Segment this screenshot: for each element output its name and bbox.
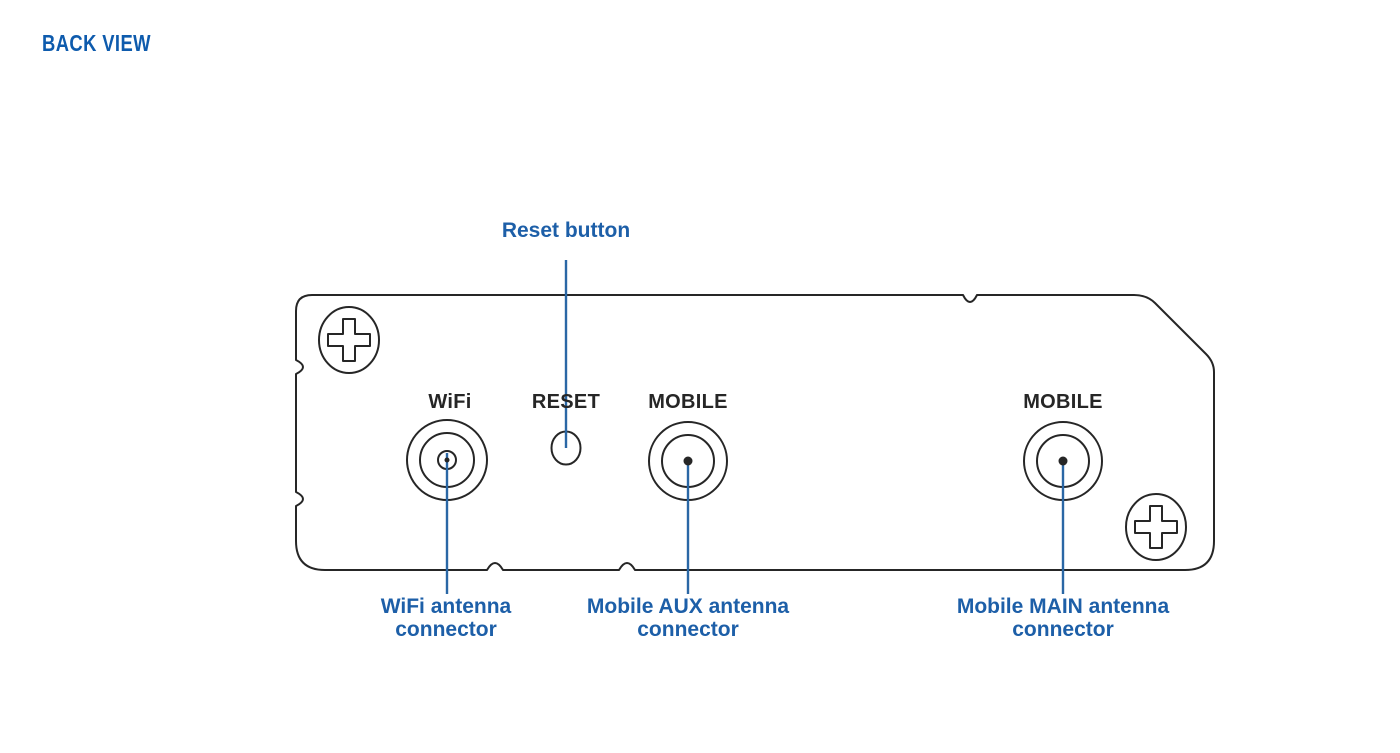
mobile-main-antenna-callout-label: Mobile MAIN antenna connector [956,595,1170,641]
panel-label-wifi: WiFi [428,391,472,413]
wifi-antenna-callout-label: WiFi antenna connector [380,595,512,641]
panel-label-mobile-main: MOBILE [1023,391,1103,413]
panel-label-mobile-aux: MOBILE [648,391,728,413]
reset-button-callout-label: Reset button [501,219,631,242]
mobile-aux-antenna-callout-label: Mobile AUX antenna connector [586,595,790,641]
connector-center-pin [1058,456,1068,466]
connector-center-pin [683,456,693,466]
phillips-screw-icon [1125,493,1187,561]
page-title: BACK VIEW [42,30,151,56]
panel-outline [295,294,1215,571]
connector-center-pin [444,457,450,463]
panel-label-reset: RESET [531,391,601,413]
phillips-screw-icon [318,306,380,374]
